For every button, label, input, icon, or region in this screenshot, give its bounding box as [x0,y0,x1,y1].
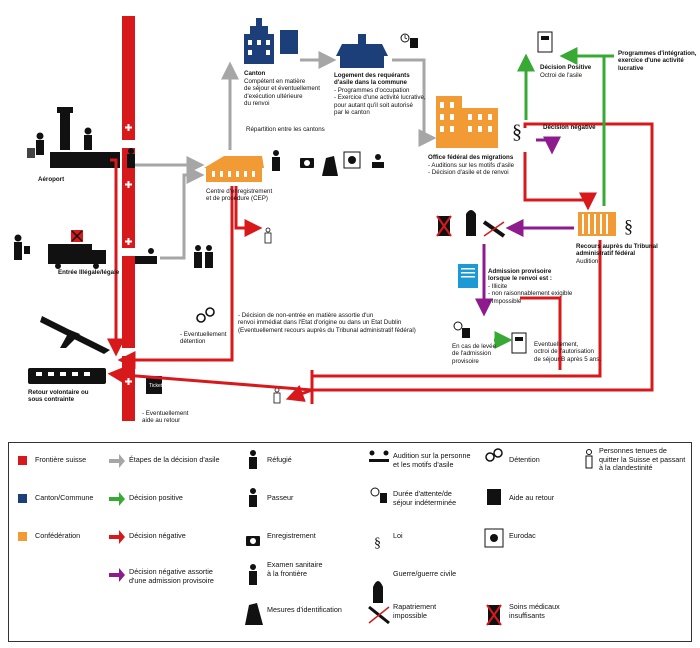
legend-swatch-confederation [18,532,27,541]
legend-icons-col4: § [368,450,390,625]
label-eventuellement-octroi: Eventuellement, octroi de l'autorisation… [534,341,602,363]
decision-b-icon [511,332,527,354]
legend-swatch-canton [18,494,27,503]
legend-decision-positive: Décision positive [129,493,183,502]
war-icons [436,210,506,238]
legend-aide: Aide au retour [509,493,555,502]
handcuffs-icon [196,307,215,323]
paragraph-icon: § [512,121,522,143]
legend-etapes: Étapes de la décision d'asile [129,455,220,464]
legend-audition: Audition sur la personne et les motifs d… [393,451,471,469]
label-aide-retour: - Eventuellement aide au retour [142,410,189,425]
label-aeroport: Aéroport [38,176,65,183]
gray-arrows [135,51,437,260]
legend-passeur: Passeur [267,493,294,502]
label-decision-positive-text: Octroi de l'asile [540,72,583,79]
truck-icon [14,230,106,269]
red-arrows [107,122,654,404]
identification-icons [272,150,384,176]
label-programmes: Programmes d'intégration, exercice d'une… [618,50,697,72]
legend-guerre: Guerre/guerre civile [393,569,457,578]
refugee-icons [194,245,213,268]
label-retour: Retour volontaire ou sous contrainte [28,389,89,404]
label-recours-title: Recours auprès du Tribunal administratif… [576,243,658,258]
label-decision-positive-title: Décision Positive [540,64,592,71]
paragraph-icon-2: § [624,216,633,236]
legend-arrows [109,454,125,582]
label-logement-title: Logement des requérants d'asile dans la … [334,72,410,87]
legend-enregistrement: Enregistrement [267,531,316,540]
legend-decision-negative: Décision négative [129,531,186,540]
ticket-icon: Ticket [146,376,163,394]
decision-positive-icon [537,31,553,53]
legend-clandestine-icon [585,449,593,469]
clock-icon-2 [453,321,470,338]
legend-icons-col3 [245,450,263,625]
legend-rapatriement: Rapatriement impossible [393,602,437,620]
label-non-entree: - Décision de non-entrée en matière asso… [238,312,416,334]
label-canton-text: Compétent en matière de séjour et éventu… [244,78,321,108]
label-decision-negative: Décision négative [543,124,596,131]
legend-canton-commune: Canton/Commune [35,493,94,502]
passeur-icon [127,148,157,264]
legend-personnes: Personnes tenues de quitter la Suisse et… [599,446,686,473]
label-ofm-text: - Auditions sur les motifs d'asile - Déc… [428,162,515,177]
legend-confederation: Confédération [35,531,81,540]
legend-duree: Durée d'attente/de séjour indéterminée [393,489,457,507]
label-logement-text: - Programmes d'occupation - Exercice d'u… [334,87,426,117]
clock-icon [400,33,418,48]
label-en-cas: En cas de levée de l'admission provisoir… [452,343,497,365]
legend-eurodac: Eurodac [509,531,536,540]
label-detention-note: - Eventuellement détention [180,331,227,346]
train-icon [28,368,106,384]
svg-text:Ticket: Ticket [149,383,163,389]
legend-swatch-frontiere [18,456,27,465]
label-admission-title: Admission provisoire lorsque le renvoi e… [488,268,552,283]
legend-detention: Détention [509,455,540,464]
legend-icons-col5 [484,448,504,626]
purple-arrows [475,136,574,317]
label-cep: Centre d'enregistrement et de procédure … [206,188,273,203]
legend-mesures: Mesures d'identification [267,605,342,614]
canton-building-icon [244,18,298,64]
cep-building-icon [204,156,264,182]
legend-loi: Loi [393,531,403,540]
plane-icon [40,316,110,354]
commune-building-icon [336,34,388,68]
green-arrows [494,47,614,349]
legend-frontiere: Frontière suisse [35,455,87,464]
tribunal-building-icon [578,212,616,236]
legend-decision-admission: Décision négative assortie d'une admissi… [129,567,214,585]
label-admission-text: - Illicite - non raisonnablement exigibl… [488,283,573,305]
svg-text:§: § [374,536,381,551]
label-entree: Entrée Illégale/légale [58,269,120,276]
legend: Frontière suisse Canton/Commune Confédér… [8,442,692,642]
label-ofm-title: Office fédéral des migrations [428,154,514,161]
airport-icon [27,107,120,168]
legend-refugie: Réfugié [267,455,292,464]
ofm-building-icon [436,96,498,148]
admission-document-icon [458,264,478,288]
legend-soins: Soins médicaux insuffisants [509,602,560,620]
label-canton-title: Canton [244,70,266,77]
label-recours-text: Audition [576,258,599,265]
label-repartition: Répartition entre les cantons [246,126,325,133]
legend-examen: Examen sanitaire à la frontière [267,560,323,578]
